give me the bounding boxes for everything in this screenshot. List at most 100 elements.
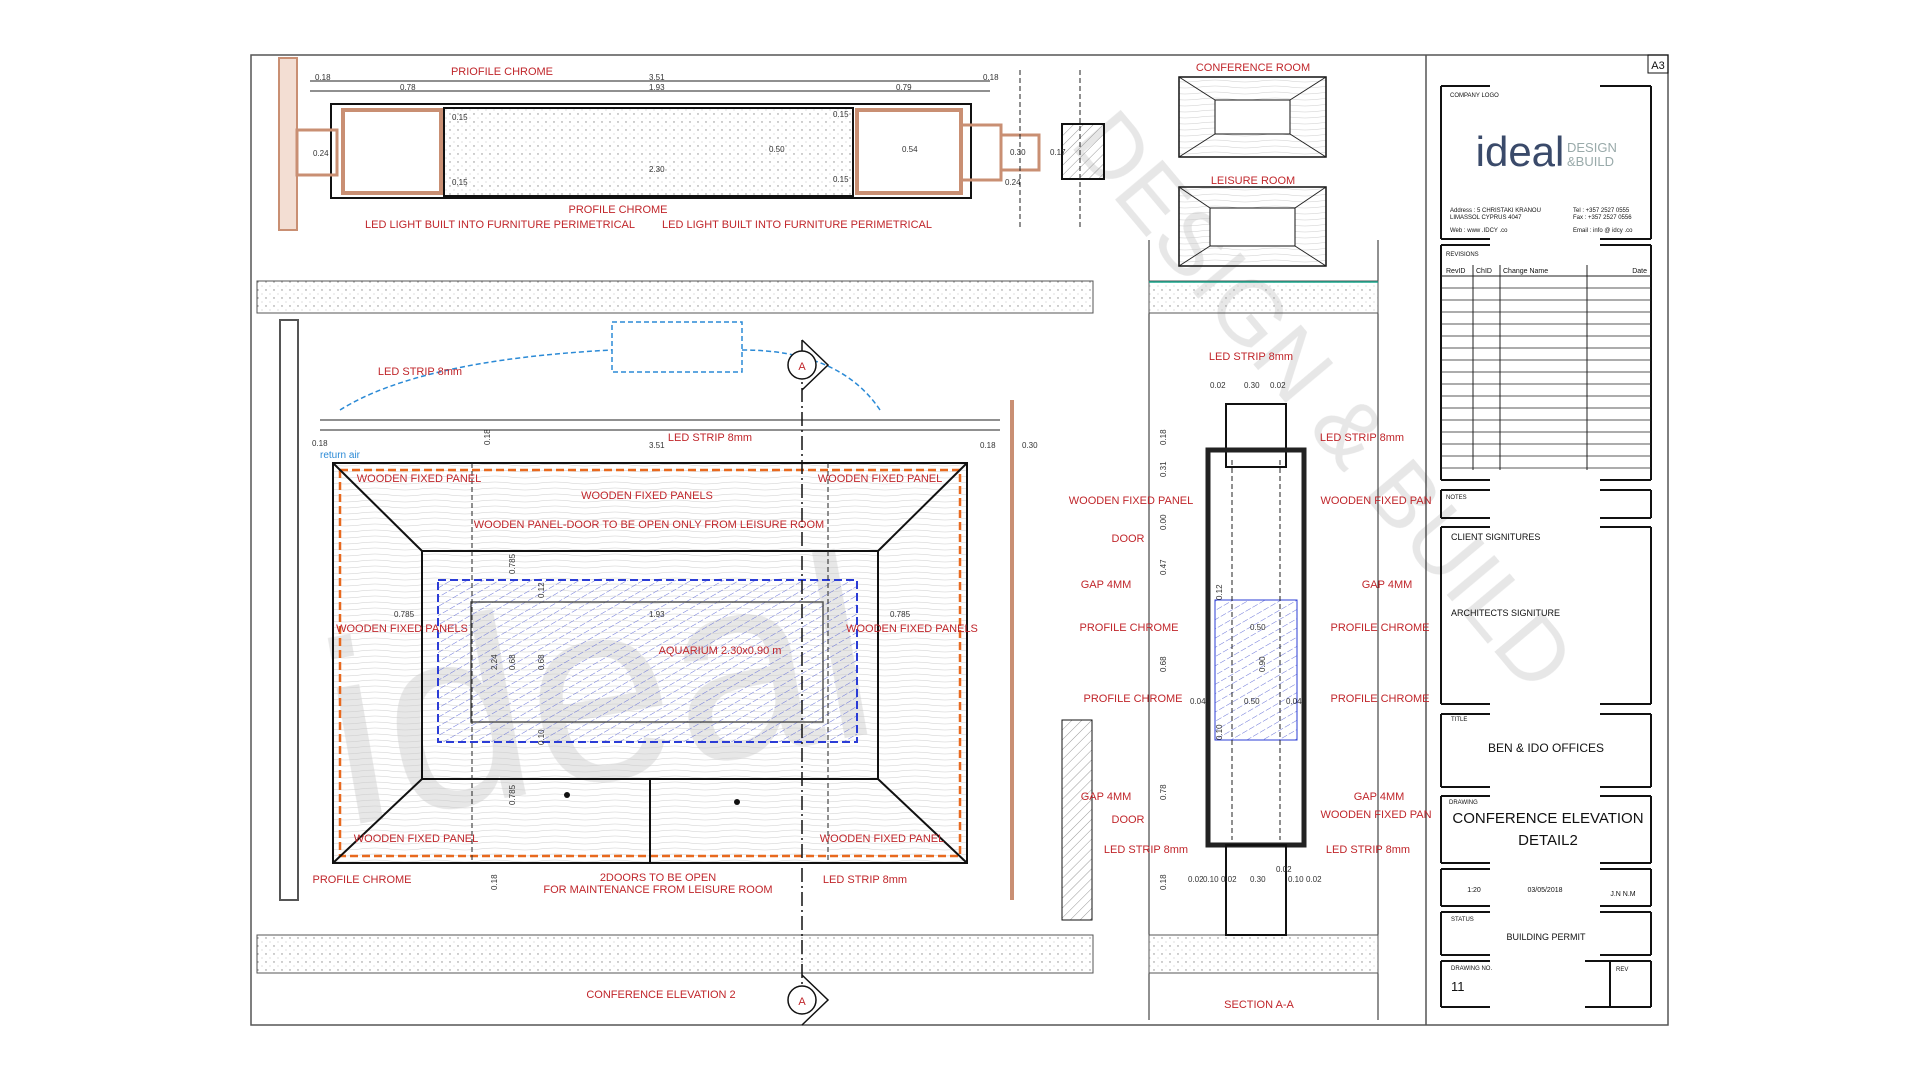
tel: Tel : +357 2527 0555 xyxy=(1573,208,1630,214)
title-block: COMPANY LOGO ideal DESIGN &BUILD Address… xyxy=(1440,85,1652,1008)
label: WOODEN FIXED PANELS xyxy=(581,490,713,502)
dim: 0.02 xyxy=(1210,381,1226,390)
drawing-no-value: 11 xyxy=(1451,979,1465,994)
revisions-label: REVISIONS xyxy=(1446,252,1479,258)
drawing-no-label: DRAWING NO. xyxy=(1451,966,1492,972)
dim: 0.02 xyxy=(1306,875,1322,884)
dim: 0.785 xyxy=(508,553,517,574)
dim: 0.785 xyxy=(394,610,415,619)
dim: 0.785 xyxy=(508,784,517,805)
logo-sub2: &BUILD xyxy=(1567,154,1614,169)
dim: 0.12 xyxy=(1215,584,1224,600)
drawing-label: DRAWING xyxy=(1449,800,1478,806)
dim: 0.78 xyxy=(400,83,416,92)
address-line-1: Address : 5 CHRISTAKI KRANOU xyxy=(1450,208,1541,214)
label: FOR MAINTENANCE FROM LEISURE ROOM xyxy=(543,884,772,896)
title-label: TITLE xyxy=(1451,717,1467,723)
label: PROFILE CHROME xyxy=(1083,693,1182,705)
drawn-by-value: J.N N.M xyxy=(1610,891,1635,898)
dim: 0.47 xyxy=(1159,559,1168,575)
project-title: BEN & IDO OFFICES xyxy=(1488,741,1604,755)
dim: 0.31 xyxy=(1159,461,1168,477)
label: LED STRIP 8mm xyxy=(1326,844,1410,856)
dim: 0.18 xyxy=(1159,874,1168,890)
dim: 0.17 xyxy=(1050,148,1066,157)
drawing-name-line-1: CONFERENCE ELEVATION xyxy=(1452,810,1643,827)
dim: 0.18 xyxy=(980,441,996,450)
address-line-2: LIMASSOL CYPRUS 4047 xyxy=(1450,215,1522,221)
dim: 3.51 xyxy=(649,441,665,450)
label: WOODEN FIXED PANELS xyxy=(336,623,468,635)
dim: 0.90 xyxy=(1258,656,1267,672)
label: GAP 4MM xyxy=(1354,791,1405,803)
section-marker-letter: A xyxy=(798,361,806,373)
dim: 0.50 xyxy=(1244,697,1260,706)
aquarium-label: AQUARIUM 2.30x0.90 m xyxy=(659,645,782,657)
section-marker-bottom xyxy=(787,985,817,1015)
dim: 0.24 xyxy=(1005,178,1021,187)
label: PROFILE CHROME xyxy=(568,204,667,216)
dim: 0.15 xyxy=(833,175,849,184)
architect-signature-label: ARCHITECTS SIGNITURE xyxy=(1451,608,1560,618)
label: LED STRIP 8mm xyxy=(668,432,752,444)
label: LED STRIP 8mm xyxy=(1104,844,1188,856)
status-value: BUILDING PERMIT xyxy=(1506,932,1586,942)
dim: 0.30 xyxy=(1010,148,1026,157)
header-date: Date xyxy=(1632,268,1647,275)
section-marker-letter: A xyxy=(798,996,806,1008)
label: 2DOORS TO BE OPEN xyxy=(600,872,716,884)
dim: 1.93 xyxy=(649,610,665,619)
dim: 0.18 xyxy=(483,429,492,445)
label: LED STRIP 8mm xyxy=(1209,351,1293,363)
dim: 0.10 xyxy=(1288,875,1304,884)
revisions-table: RevID ChID Change Name Date xyxy=(1441,265,1651,470)
dim: 0.04 xyxy=(1286,697,1302,706)
label: PROFILE CHROME xyxy=(1330,693,1429,705)
leisure-room-label: LEISURE ROOM xyxy=(1211,175,1295,187)
dim: 0.78 xyxy=(1159,784,1168,800)
label: WOODEN FIXED PANEL xyxy=(354,833,478,845)
dim: 0.68 xyxy=(1159,656,1168,672)
dim: 0.24 xyxy=(313,149,329,158)
dim: 0.10 xyxy=(1203,875,1219,884)
label: WOODEN FIXED PANEL xyxy=(357,473,481,485)
email: Email : info @ idcy .co xyxy=(1573,228,1633,234)
dim: 0.79 xyxy=(896,83,912,92)
dim: 0.15 xyxy=(452,113,468,122)
dim: 0.04 xyxy=(1190,697,1206,706)
label: WOODEN FIXED PAN xyxy=(1320,809,1431,821)
dim: 0.68 xyxy=(508,654,517,670)
logo-main: ideal xyxy=(1476,128,1565,175)
logo-sub1: DESIGN xyxy=(1567,140,1617,155)
client-signature-label: CLIENT SIGNITURES xyxy=(1451,532,1540,542)
label: WOODEN FIXED PANELS xyxy=(846,623,978,635)
header-chid: ChID xyxy=(1476,268,1492,275)
dim: 0.18 xyxy=(315,73,331,82)
scale-value: 1:20 xyxy=(1467,887,1481,894)
dim: 0.10 xyxy=(537,729,546,745)
rev-label: REV xyxy=(1616,967,1628,973)
label: WOODEN FIXED PAN xyxy=(1320,495,1431,507)
top-plan-section: PRIOFILE CHROME PROFILE CHROME LED LIGHT… xyxy=(278,57,1105,231)
dim: 0.10 xyxy=(1215,724,1224,740)
label: WOODEN FIXED PANEL xyxy=(820,833,944,845)
elevation-title: CONFERENCE ELEVATION 2 xyxy=(586,989,735,1001)
dim: 2.30 xyxy=(649,165,665,174)
header-revid: RevID xyxy=(1446,268,1465,275)
label: PRIOFILE CHROME xyxy=(451,66,553,78)
label: WOODEN PANEL-DOOR TO BE OPEN ONLY FROM L… xyxy=(474,519,824,531)
header-change-name: Change Name xyxy=(1503,268,1548,275)
label: WOODEN FIXED PANEL xyxy=(818,473,942,485)
dim: 0.18 xyxy=(1159,429,1168,445)
dim: 1.93 xyxy=(649,83,665,92)
dim: 0.00 xyxy=(1159,514,1168,530)
dim: 0.18 xyxy=(490,874,499,890)
dim: 0.30 xyxy=(1244,381,1260,390)
dim: 0.15 xyxy=(833,110,849,119)
dim: 2.24 xyxy=(490,654,499,670)
dim: 0.18 xyxy=(312,439,328,448)
dim: 0.02 xyxy=(1188,875,1204,884)
dim: 0.02 xyxy=(1276,865,1292,874)
status-label: STATUS xyxy=(1451,917,1474,923)
